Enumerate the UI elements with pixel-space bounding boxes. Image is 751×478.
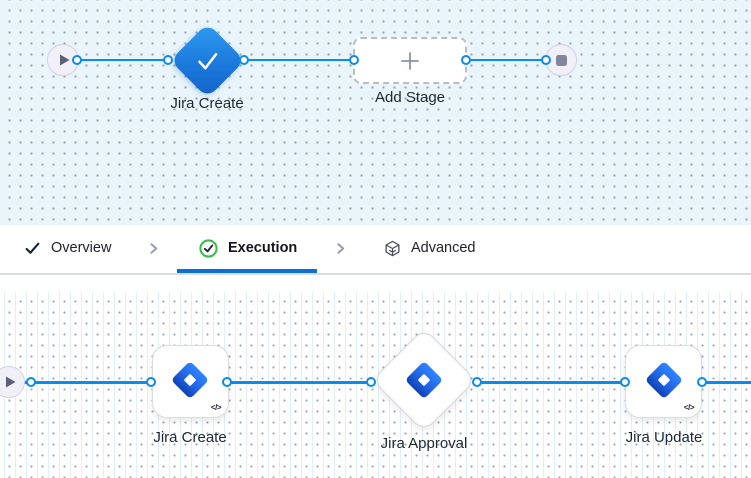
tab-label: Execution [228, 240, 298, 256]
connector-port [163, 55, 173, 65]
jira-logo-icon [646, 362, 682, 398]
connector-port [222, 377, 232, 387]
connector-edge [228, 381, 375, 384]
chevron-right-icon [150, 243, 158, 254]
connector-edge [9, 381, 152, 384]
connector-edge [478, 381, 627, 384]
connector-port [366, 377, 376, 387]
jira-logo-icon [406, 362, 442, 398]
start-node[interactable] [0, 366, 25, 398]
connector-port [541, 55, 551, 65]
cube-icon [385, 240, 400, 256]
tab-overview[interactable]: Overview [24, 225, 111, 271]
check-icon [25, 242, 40, 254]
add-stage-button[interactable] [353, 37, 467, 84]
stage-config-tab-bar: Overview Execution Advanced [0, 225, 751, 275]
step-node-jira-update[interactable]: </> [625, 345, 702, 418]
check-icon [198, 52, 218, 69]
connector-edge [65, 59, 170, 61]
connector-port [472, 377, 482, 387]
connector-port [349, 55, 359, 65]
tab-label: Advanced [411, 240, 476, 256]
chevron-right-icon [337, 243, 345, 254]
connector-edge [701, 381, 751, 384]
check-circle-icon [199, 238, 218, 258]
add-stage-label: Add Stage [374, 89, 446, 106]
stage-label: Jira Create [170, 95, 244, 112]
code-icon: </> [210, 403, 222, 412]
tab-execution[interactable]: Execution [199, 225, 297, 271]
connector-port [461, 55, 471, 65]
connector-edge [240, 59, 356, 61]
step-label: Jira Update [625, 429, 703, 446]
tab-advanced[interactable]: Advanced [384, 225, 476, 271]
stage-node-jira-create[interactable] [170, 23, 245, 98]
plus-icon [401, 51, 419, 70]
connector-port [72, 55, 82, 65]
active-tab-underline [177, 269, 317, 273]
step-label: Jira Approval [380, 435, 468, 452]
play-icon [60, 54, 70, 66]
tab-label: Overview [51, 240, 112, 256]
stage-canvas[interactable]: Jira Create Add Stage [0, 0, 751, 225]
connector-port [26, 377, 36, 387]
stop-icon [555, 54, 567, 66]
code-icon: </> [683, 403, 695, 412]
jira-logo-icon [172, 362, 208, 398]
connector-edge [464, 59, 561, 61]
play-icon [6, 376, 16, 388]
connector-port [239, 55, 249, 65]
connector-port [697, 377, 707, 387]
step-label: Jira Create [153, 429, 227, 446]
connector-port [146, 377, 156, 387]
execution-canvas[interactable]: </> Jira Create Jira Approval </> [0, 275, 751, 478]
connector-port [620, 377, 630, 387]
